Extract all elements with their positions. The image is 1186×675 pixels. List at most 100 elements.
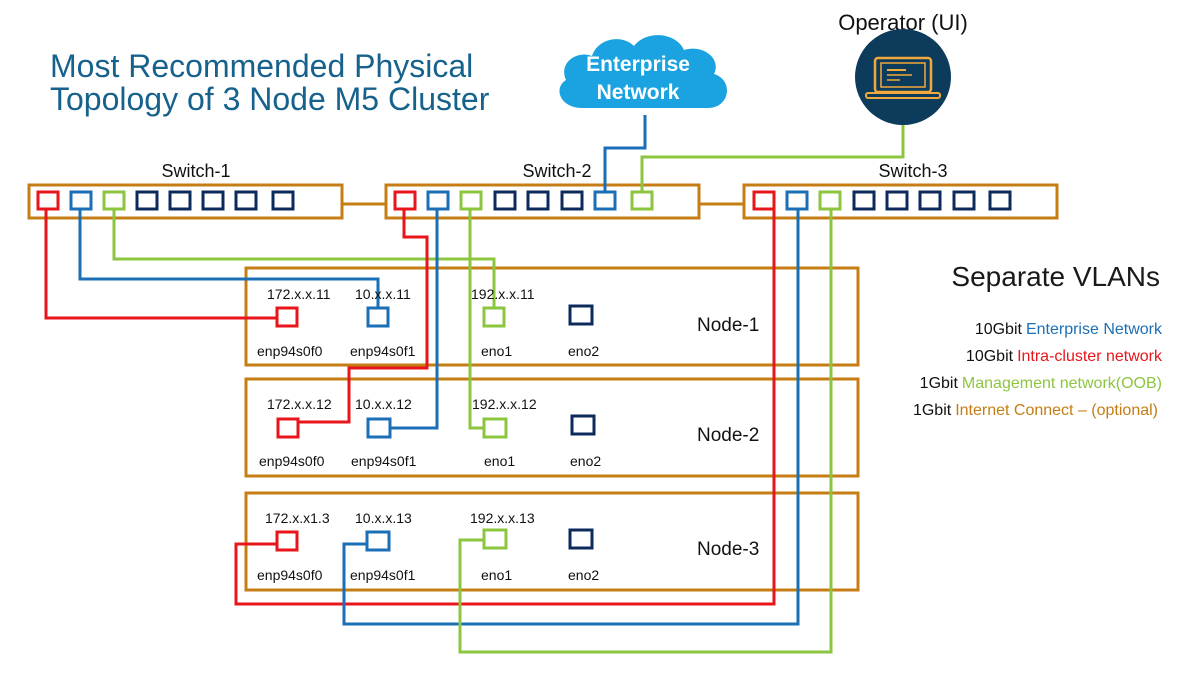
cable-sw3-green-node3 (458, 208, 833, 654)
node-3-label: Node-3 (697, 539, 759, 560)
node-3-port-label: enp94s0f1 (350, 567, 416, 583)
switch-port (201, 190, 225, 211)
node-port (568, 528, 594, 550)
switch-port (818, 190, 842, 211)
switch-2 (384, 183, 701, 220)
switch-port (69, 190, 93, 211)
node-3-port-label: eno2 (568, 567, 599, 583)
node-1-ip-blue: 10.x.x.11 (355, 286, 411, 302)
node-port (275, 530, 299, 552)
cable-sw1-red-node1 (44, 208, 287, 320)
switch-port (36, 190, 60, 211)
node-1-port-label: enp94s0f1 (350, 343, 416, 359)
switch-port (785, 190, 809, 211)
switch-1-ports (36, 190, 295, 211)
switch-port (135, 190, 159, 211)
cable-sw2-red-node2 (290, 208, 429, 424)
node-port (568, 304, 594, 326)
node-2-port-label: eno1 (484, 453, 515, 469)
switch-port (526, 190, 550, 211)
node-2-port-label: enp94s0f0 (259, 453, 325, 469)
switch-port (852, 190, 876, 211)
cloud-label-line-2: Network (597, 81, 680, 104)
node-port (276, 417, 300, 439)
switch-2-label: Switch-2 (522, 161, 591, 181)
switch-port (426, 190, 450, 211)
node-3-port-label: eno1 (481, 567, 512, 583)
title-line-2: Topology of 3 Node M5 Cluster (50, 81, 490, 117)
operator-uplink (640, 125, 905, 192)
switch-port (885, 190, 909, 211)
cable-sw1-blue-node1 (78, 208, 380, 309)
switch-port (952, 190, 976, 211)
cable-sw3-blue-node3 (342, 208, 800, 626)
node-3-box (244, 491, 860, 592)
node-port (366, 306, 390, 328)
switch-port (102, 190, 126, 211)
switch-port (988, 190, 1012, 211)
switch-port (168, 190, 192, 211)
node-2-label: Node-2 (697, 425, 759, 446)
node-port (482, 528, 508, 550)
switch-port (459, 190, 483, 211)
switch-port (593, 190, 617, 211)
cloud-label-line-1: Enterprise (586, 53, 690, 76)
node-1-port-label: eno1 (481, 343, 512, 359)
legend-heading: Separate VLANs (951, 261, 1160, 292)
node-port (482, 306, 506, 328)
node-2-box (244, 377, 860, 478)
operator-ui: Operator (UI) (838, 10, 968, 125)
switch-port (234, 190, 258, 211)
cable-sw2-blue-node2 (380, 208, 439, 430)
laptop-icon (865, 56, 941, 99)
node-1-ip-red: 172.x.x.11 (267, 286, 331, 302)
node-2-ip-green: 192.x.x.12 (472, 396, 537, 412)
switch-port (393, 190, 417, 211)
switch-1-label: Switch-1 (161, 161, 230, 181)
cable-sw1-green-node1 (112, 208, 496, 309)
switch-3-ports (752, 190, 1012, 211)
switch-3-label: Switch-3 (878, 161, 947, 181)
node-1-port-label: enp94s0f0 (257, 343, 323, 359)
node-2-ports (276, 414, 596, 439)
switch-port (271, 190, 295, 211)
node-3-ip-red: 172.x.x1.3 (265, 510, 330, 526)
switch-port (752, 190, 776, 211)
node-2-ip-blue: 10.x.x.12 (355, 396, 412, 412)
node-port (482, 417, 508, 439)
node-1-label: Node-1 (697, 315, 759, 336)
node-port (366, 417, 392, 439)
node-1-ports (275, 304, 594, 328)
switch-3 (742, 183, 1059, 220)
node-2-port-label: enp94s0f1 (351, 453, 417, 469)
enterprise-network-cloud: Enterprise Network (559, 35, 727, 108)
cloud-uplink (603, 115, 647, 192)
switch-2-ports (393, 190, 654, 211)
switch-1 (27, 183, 344, 220)
node-3-ip-blue: 10.x.x.13 (355, 510, 412, 526)
switch-port (560, 190, 584, 211)
node-port (365, 530, 391, 552)
cloud-icon (559, 35, 727, 108)
node-3-port-label: enp94s0f0 (257, 567, 323, 583)
node-2-port-label: eno2 (570, 453, 601, 469)
node-3-ports (275, 528, 594, 552)
operator-circle (855, 29, 951, 125)
node-1-ip-green: 192.x.x.11 (471, 286, 535, 302)
switch-port (630, 190, 654, 211)
node-port (275, 306, 299, 328)
title-line-1: Most Recommended Physical (50, 48, 473, 84)
node-2-ip-red: 172.x.x.12 (267, 396, 332, 412)
cable-sw3-red-node3 (234, 208, 776, 606)
node-port (570, 414, 596, 436)
node-1-box (244, 266, 860, 367)
switch-port (918, 190, 942, 211)
node-1-port-label: eno2 (568, 343, 599, 359)
switch-port (493, 190, 517, 211)
